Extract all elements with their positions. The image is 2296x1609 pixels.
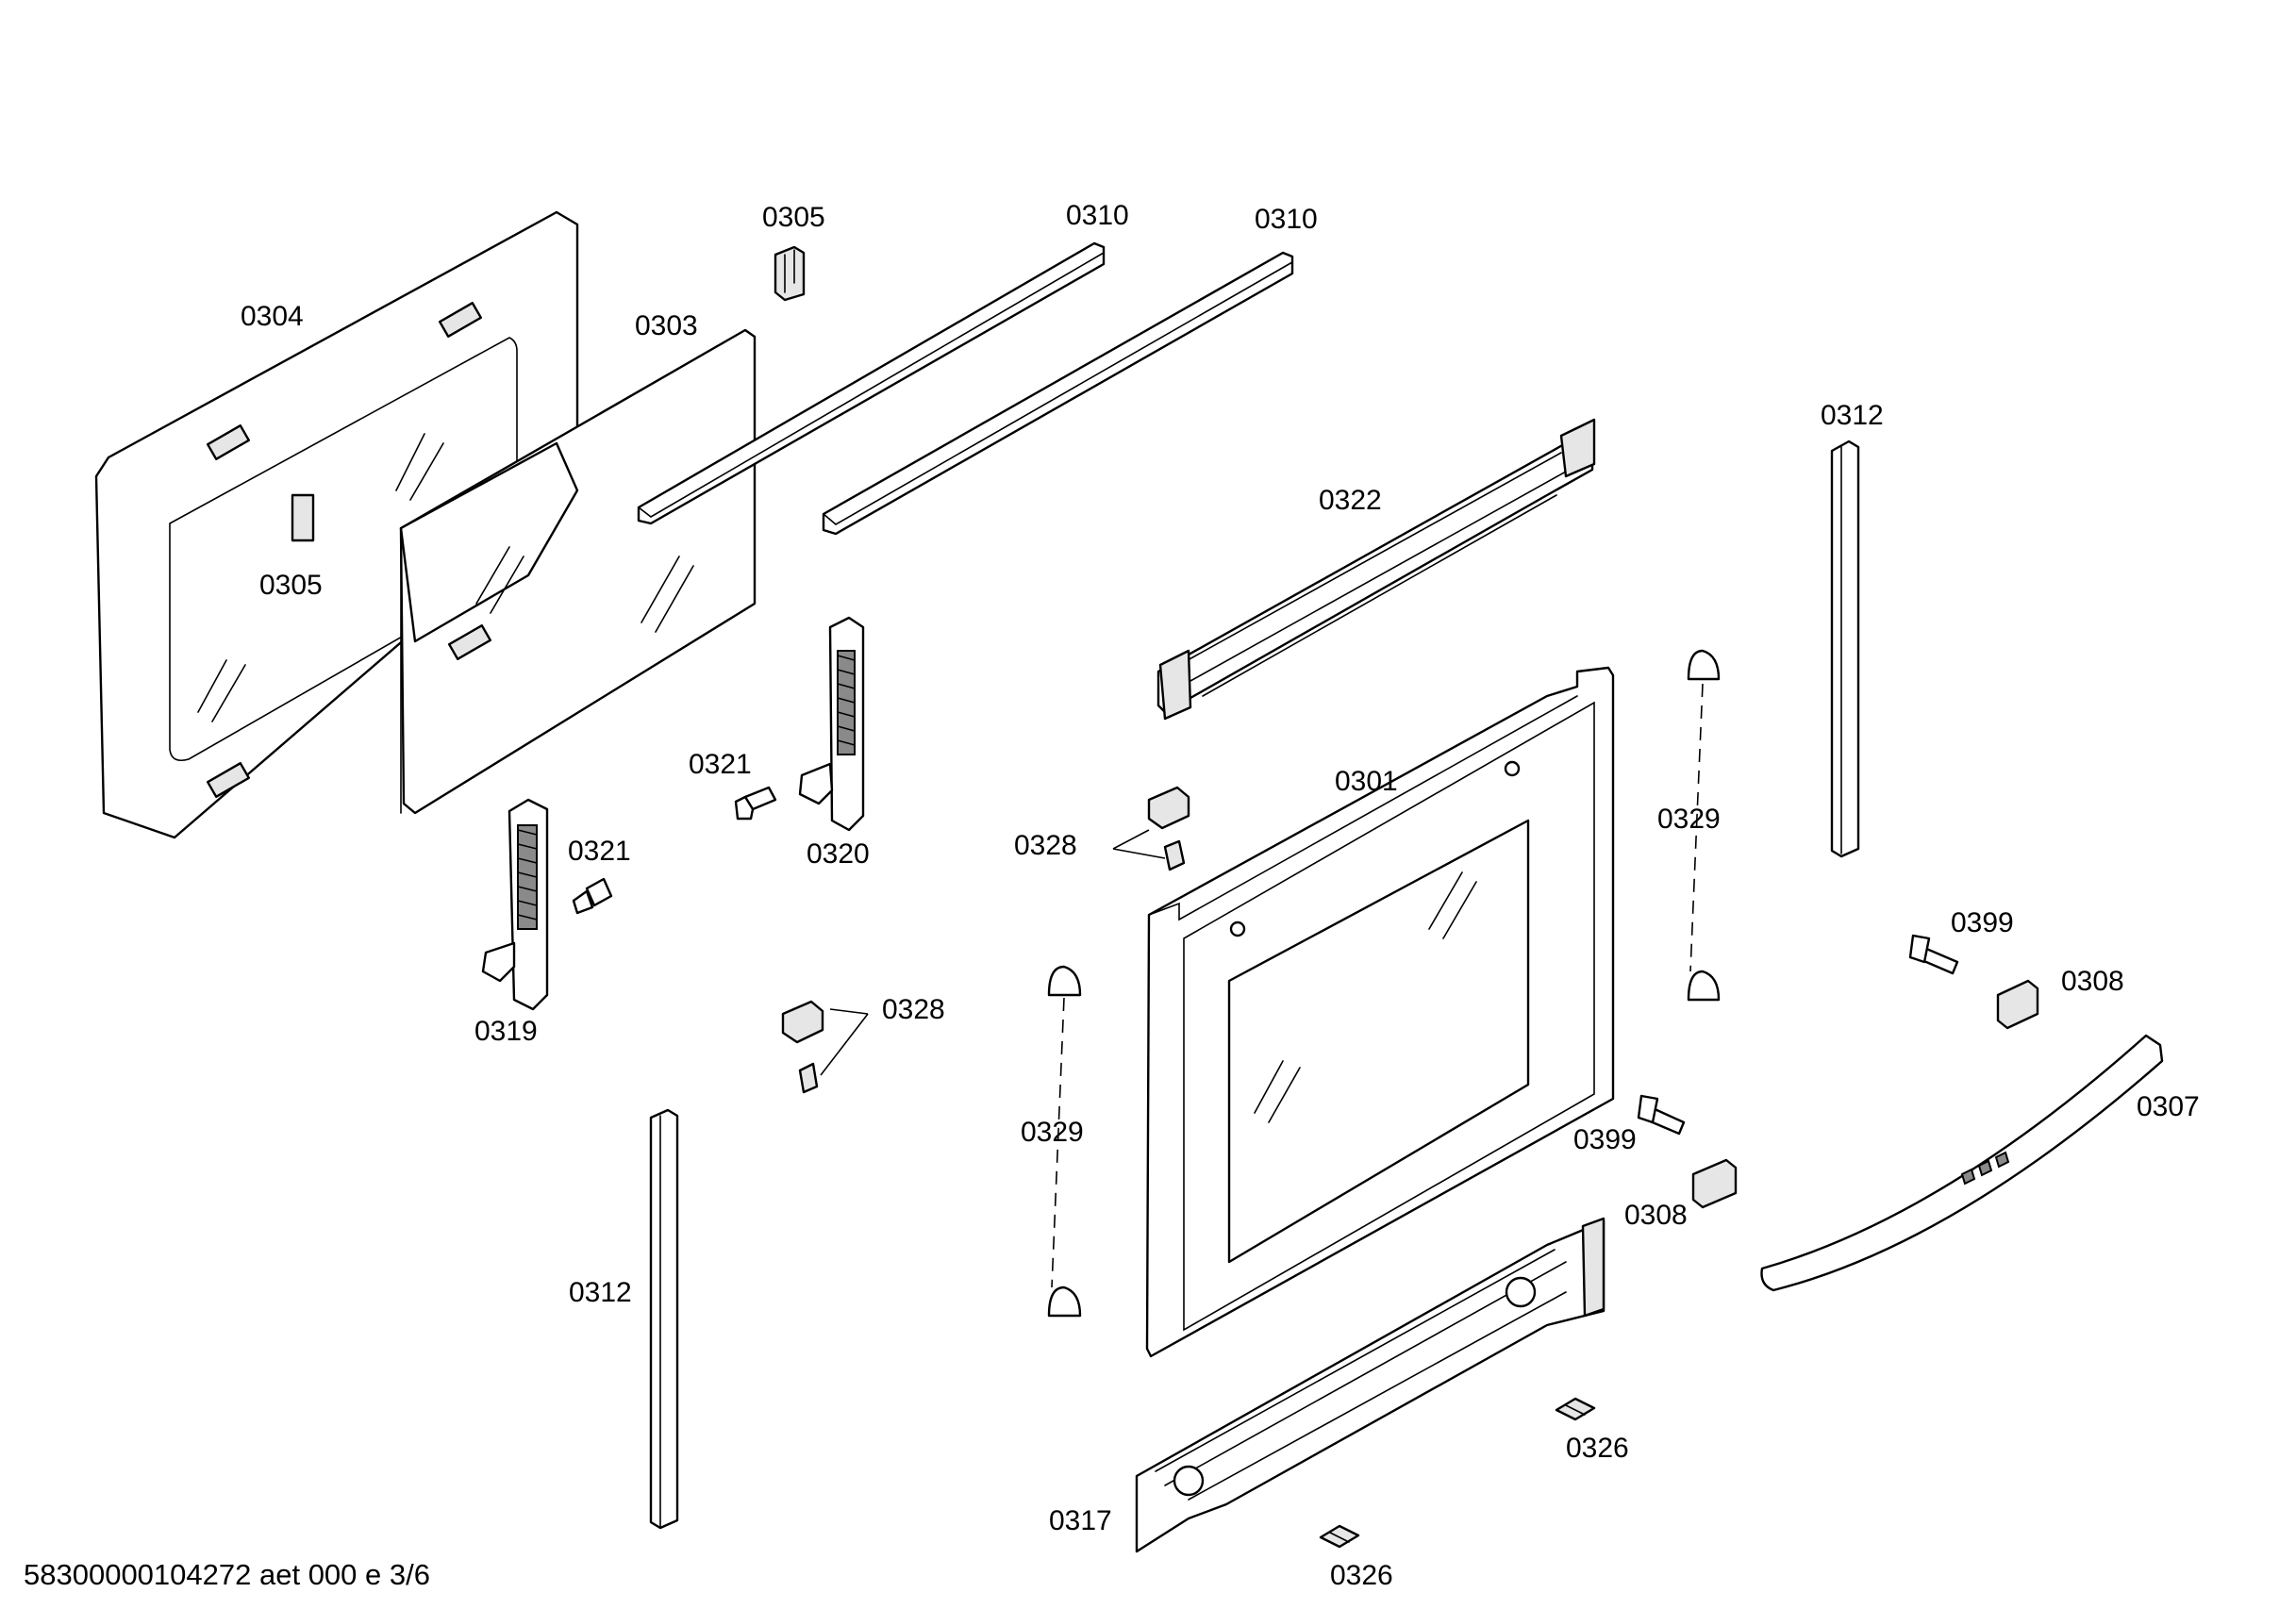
part-0328-clip-b: [781, 1000, 824, 1094]
part-0304-outer-glass: [94, 210, 579, 839]
part-0328-clip-a: [1147, 786, 1190, 871]
leader-lines: [820, 683, 1704, 1288]
part-0305-clip-top: [774, 245, 806, 302]
part-0329-cap-left-bottom: [1047, 1286, 1082, 1318]
label-0305-left: 0305: [259, 570, 323, 601]
part-0319-hinge: [481, 798, 549, 1011]
part-0301-door-frame: [1145, 666, 1615, 1358]
label-0319: 0319: [474, 1016, 538, 1047]
part-0320-hinge: [798, 616, 865, 832]
part-0329-cap-right-bottom: [1687, 970, 1721, 1002]
label-0317: 0317: [1049, 1505, 1112, 1536]
part-0399-screw-a: [1908, 934, 1959, 975]
label-0326-a: 0326: [1566, 1433, 1629, 1464]
label-0305-top: 0305: [762, 202, 825, 233]
part-0317-bottom-rail: [1135, 1217, 1606, 1553]
part-0321-bolt-a: [734, 786, 777, 821]
part-0329-cap-right-top: [1687, 649, 1721, 681]
label-0308-b: 0308: [1624, 1200, 1688, 1231]
label-0326-b: 0326: [1330, 1560, 1393, 1591]
label-0307: 0307: [2137, 1091, 2200, 1122]
label-0304: 0304: [241, 301, 304, 332]
label-0312-right: 0312: [1821, 400, 1884, 431]
label-0312-left: 0312: [569, 1277, 632, 1308]
part-0307-handle: [1760, 1034, 2164, 1292]
part-0303-inner-glass: [399, 328, 757, 815]
part-0399-screw-b: [1637, 1094, 1686, 1136]
label-0399-a: 0399: [1951, 907, 2014, 938]
label-0301: 0301: [1335, 766, 1398, 797]
part-labels: 0304 0303 0305 0305 0310 0310 0312 0312 …: [241, 200, 2200, 1591]
part-0308-block-a: [1996, 979, 2039, 1030]
part-0326-clip-b: [1319, 1524, 1360, 1549]
part-0312-strip-left: [649, 1108, 679, 1530]
document-footer: 58300000104272 aet 000 e 3/6: [24, 1558, 430, 1591]
part-0312-strip-right: [1830, 440, 1860, 858]
label-0321-a: 0321: [689, 749, 752, 780]
label-0399-b: 0399: [1573, 1124, 1637, 1155]
part-0308-block-b: [1691, 1158, 1738, 1209]
label-0321-b: 0321: [568, 836, 631, 867]
label-0328-a: 0328: [1014, 830, 1077, 861]
label-0320: 0320: [807, 838, 870, 870]
label-0310-b: 0310: [1255, 204, 1318, 235]
label-0329-right: 0329: [1657, 804, 1721, 835]
label-0329-left: 0329: [1021, 1117, 1084, 1148]
part-0321-bolt-b: [572, 877, 613, 915]
label-0303: 0303: [635, 310, 698, 341]
label-0310-a: 0310: [1066, 200, 1129, 231]
label-0322: 0322: [1319, 485, 1382, 516]
part-0329-cap-left-top: [1047, 965, 1082, 997]
part-0310-strip-a: [637, 241, 1106, 525]
part-0310-strip-b: [822, 251, 1294, 536]
part-0326-clip-a: [1555, 1397, 1596, 1421]
label-0308-a: 0308: [2061, 966, 2124, 997]
part-0322-top-rail: [1156, 418, 1596, 721]
label-0328-b: 0328: [882, 994, 945, 1025]
